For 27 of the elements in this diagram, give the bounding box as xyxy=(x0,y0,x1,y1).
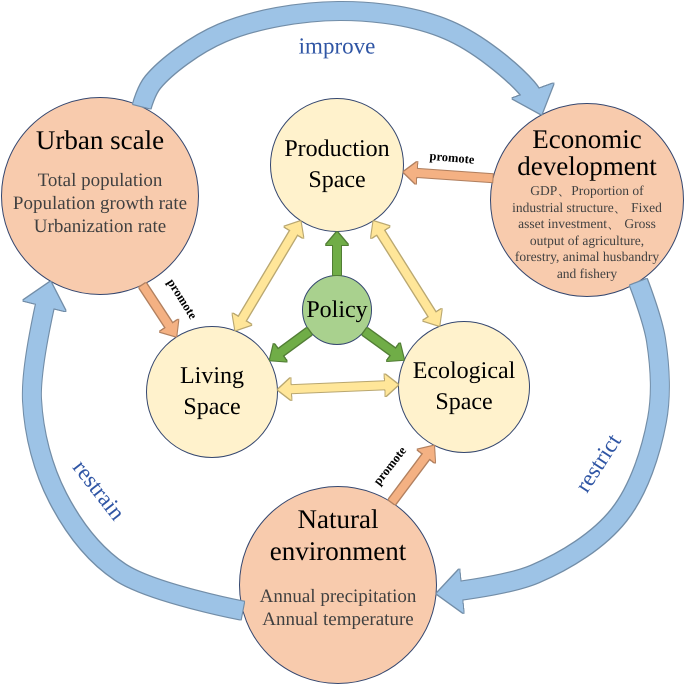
node-title: Ecological Space xyxy=(412,357,516,417)
node-title: Living Space xyxy=(179,362,245,422)
circle-node xyxy=(302,275,372,345)
node-text: Annual temperature xyxy=(261,608,415,631)
edge-label: improve xyxy=(298,34,376,58)
node-title: Urban scale xyxy=(34,125,166,156)
node-text: Population growth rate xyxy=(12,192,188,215)
double-arrow xyxy=(232,219,304,332)
double-arrow xyxy=(278,374,398,400)
node-text: Urbanization rate xyxy=(32,215,168,238)
node-title: Production Space xyxy=(283,135,391,195)
node-text: Annual precipitation xyxy=(258,585,418,608)
block-arrow xyxy=(268,328,312,364)
node-title: Natural environment xyxy=(268,503,408,567)
block-arrow xyxy=(388,443,438,504)
curved-arrow xyxy=(22,280,244,620)
block-arrow xyxy=(362,328,406,363)
node-text: GDP、Proportion of industrial structure、 Fixed asset investment、 Gross output of agriculture, forestry, animal husbandry and fishery xyxy=(511,183,663,282)
node-title: Policy xyxy=(305,296,369,324)
block-arrow xyxy=(326,232,348,275)
edge-label: promote xyxy=(429,150,475,166)
block-arrow xyxy=(403,162,493,184)
double-arrow xyxy=(370,219,443,328)
node-title: Economic development xyxy=(516,126,658,180)
block-arrow xyxy=(139,283,180,339)
node-text: Total population xyxy=(36,169,164,192)
curved-arrow xyxy=(436,279,669,613)
